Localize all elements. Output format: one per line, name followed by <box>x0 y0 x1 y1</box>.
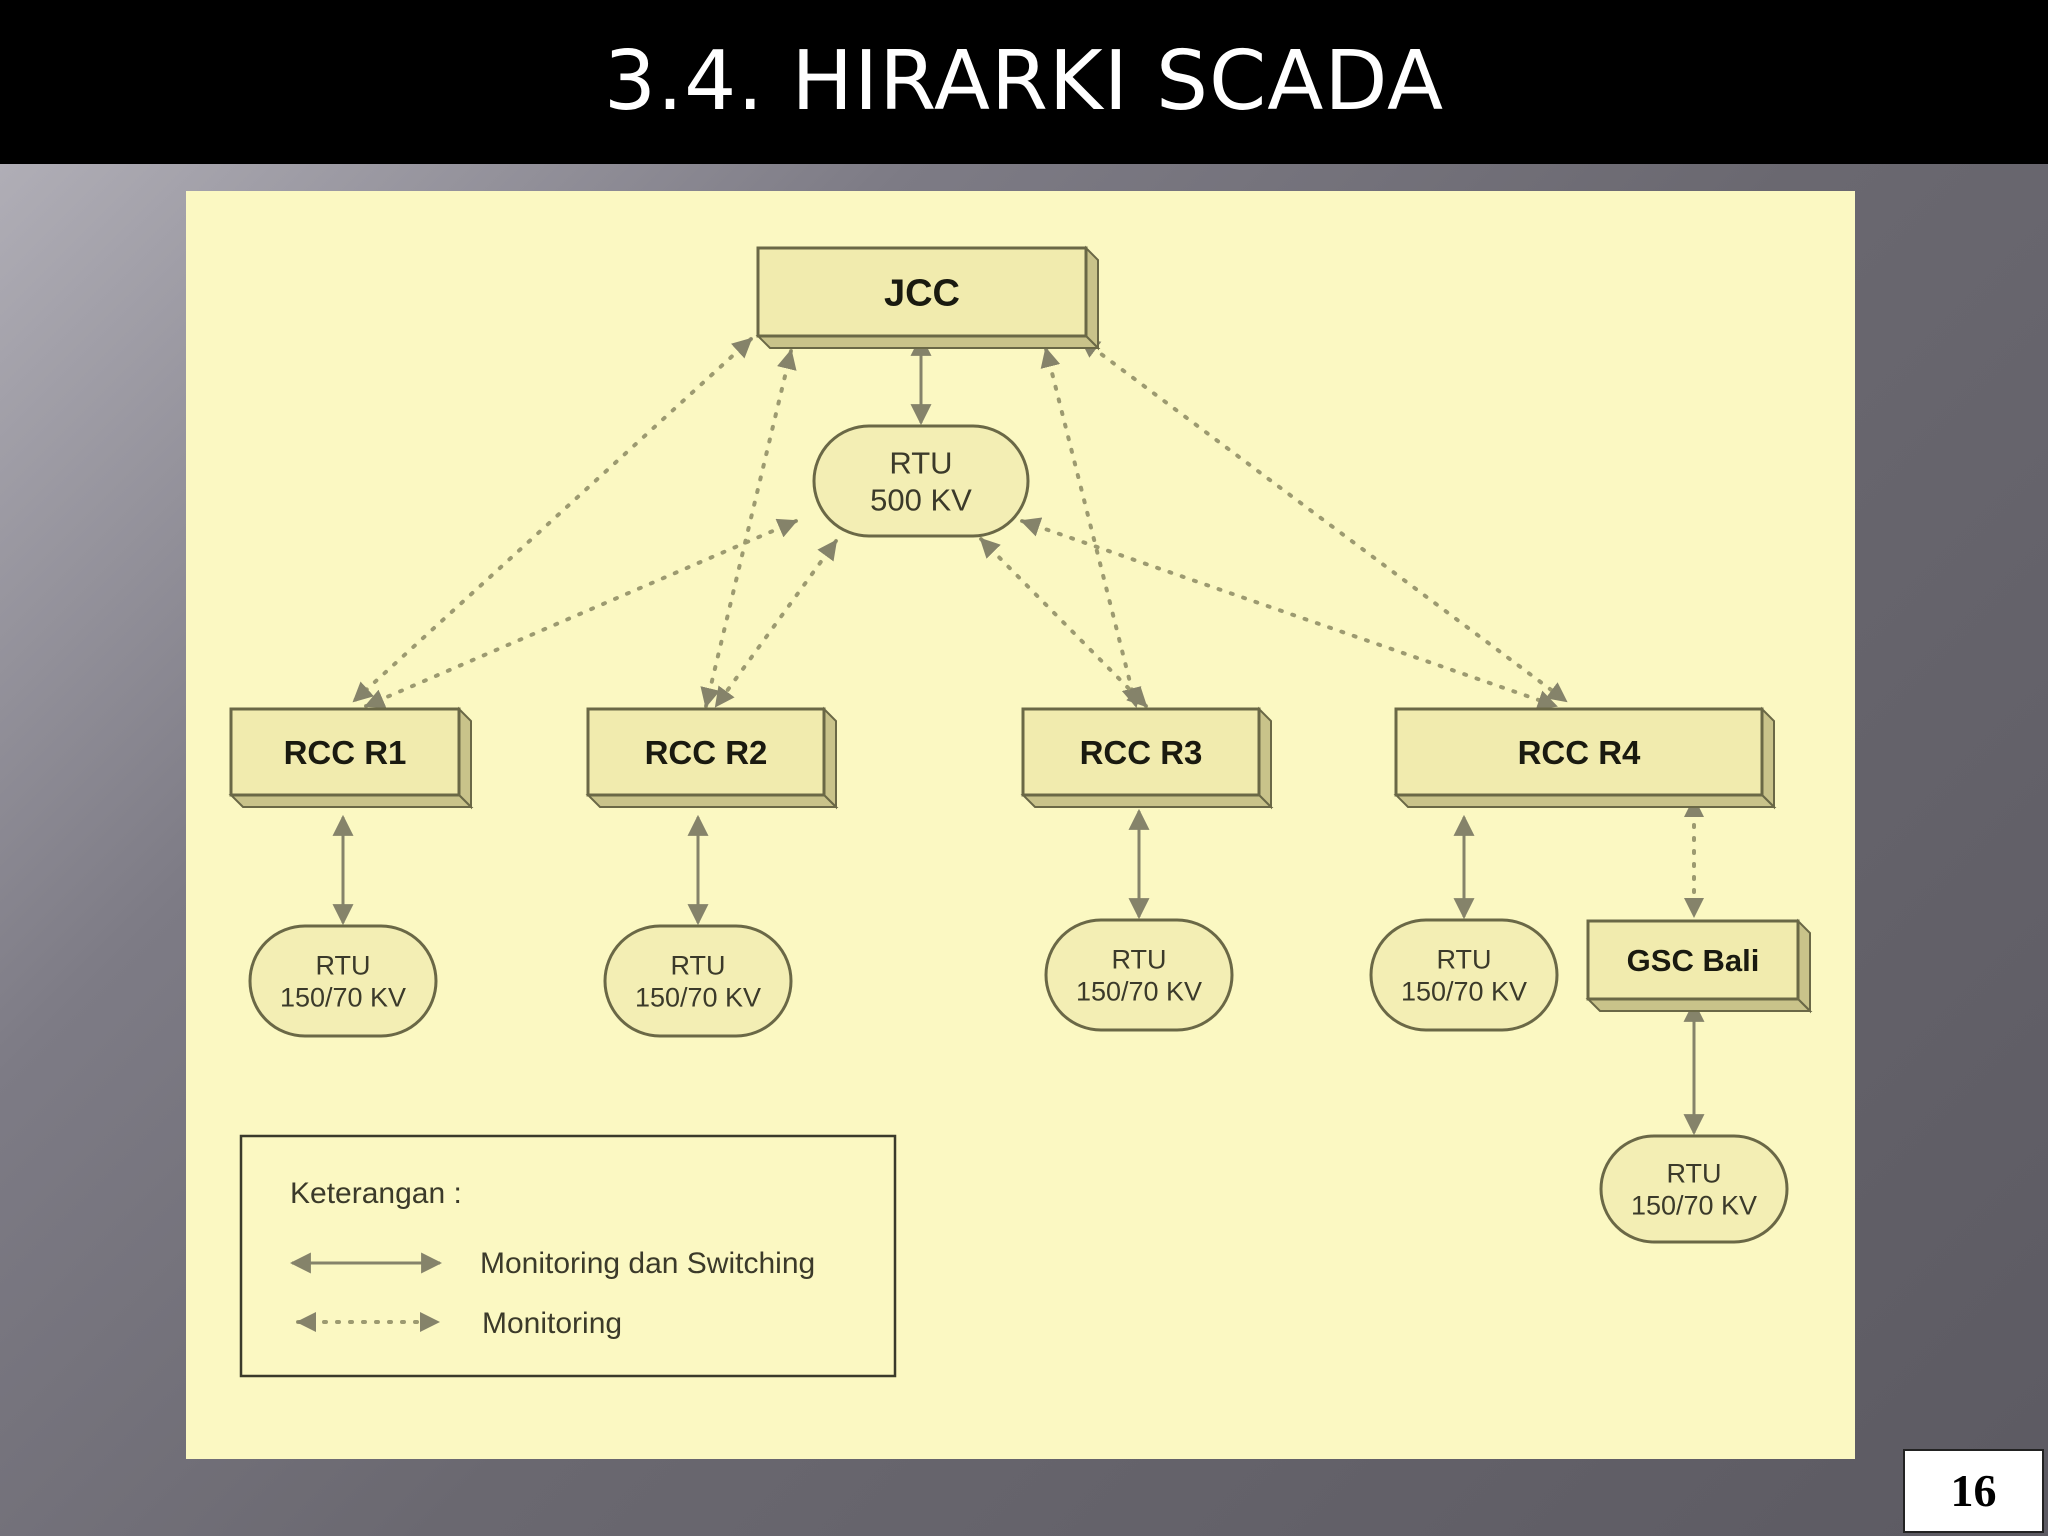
node-label: GSC Bali <box>1627 943 1760 978</box>
node-label: JCC <box>884 273 960 315</box>
node-label-line-1: RTU <box>1436 944 1491 974</box>
box-bottom <box>1585 998 1813 1012</box>
node-label: RCC R2 <box>645 734 768 771</box>
node-label-line-2: 150/70 KV <box>1076 977 1202 1007</box>
node-label-line-2: 500 KV <box>870 482 972 517</box>
page-number: 16 <box>1903 1449 2044 1533</box>
node-label: RCC R4 <box>1518 734 1641 771</box>
box-face <box>229 707 461 797</box>
box-side <box>1797 918 1811 1014</box>
oval-shape <box>812 424 1030 538</box>
oval-shape <box>1599 1134 1789 1244</box>
node-jcc: JCC <box>755 245 1101 351</box>
node-label-line-2: 150/70 KV <box>635 983 761 1013</box>
node-rcc-r1: RCC R1 <box>228 706 474 810</box>
box-face <box>1021 707 1261 797</box>
box-side <box>458 706 472 810</box>
box-bottom <box>228 794 474 808</box>
link-jcc-rcc-r4 <box>1079 337 1568 703</box>
link-jcc-rcc-r1 <box>352 337 753 703</box>
node-label-line-1: RTU <box>670 950 725 980</box>
box-face <box>756 246 1088 338</box>
box-bottom <box>1393 794 1777 808</box>
node-rcc-r4: RCC R4 <box>1393 706 1777 810</box>
node-gsc-bali: GSC Bali <box>1585 918 1813 1014</box>
box-bottom <box>1020 794 1274 808</box>
oval-shape <box>248 924 438 1038</box>
legend-frame <box>239 1134 897 1378</box>
legend: Keterangan : Monitoring dan Switching Mo… <box>239 1134 897 1378</box>
switching-links <box>332 334 1705 1136</box>
node-label: RCC R3 <box>1080 734 1203 771</box>
node-rcc-r3: RCC R3 <box>1020 706 1274 810</box>
node-label-line-1: RTU <box>315 950 370 980</box>
node-rcc-r2: RCC R2 <box>585 706 839 810</box>
link-rtu500-rcc-r4 <box>1020 517 1558 710</box>
box-side <box>823 706 837 810</box>
node-jcc: JCC <box>755 245 1101 351</box>
link-rtu500-rcc-r3 <box>979 537 1148 708</box>
legend-title: Keterangan : <box>290 1177 462 1210</box>
node-label-line-1: RTU <box>889 445 952 480</box>
node-label-line-1: RTU <box>1111 944 1166 974</box>
node-label: RCC R1 <box>284 734 407 771</box>
monitoring-links <box>352 337 1704 918</box>
oval-shape <box>1044 918 1234 1032</box>
legend-solid-label: Monitoring dan Switching <box>480 1247 815 1280</box>
node-label-line-2: 150/70 KV <box>1401 977 1527 1007</box>
box-side <box>1085 245 1099 351</box>
box-bottom <box>755 335 1101 349</box>
box-face <box>1394 707 1764 797</box>
node-label-line-2: 150/70 KV <box>1631 1191 1757 1221</box>
box-side <box>1258 706 1272 810</box>
slide-title: 3.4. HIRARKI SCADA <box>603 34 1445 129</box>
legend-dotted-label: Monitoring <box>482 1307 622 1340</box>
box-side <box>1761 706 1775 810</box>
oval-shape <box>1369 918 1559 1032</box>
node-label-line-1: RTU <box>1666 1158 1721 1188</box>
node-label-line-2: 150/70 KV <box>280 983 406 1013</box>
title-bar <box>0 0 2048 164</box>
box-bottom <box>585 794 839 808</box>
link-jcc-rcc-r2 <box>700 349 797 708</box>
box-face <box>1586 919 1800 1001</box>
link-rtu500-rcc-r2 <box>714 539 838 708</box>
link-rtu500-rcc-r1 <box>364 518 798 709</box>
box-face <box>586 707 826 797</box>
oval-shape <box>603 924 793 1038</box>
